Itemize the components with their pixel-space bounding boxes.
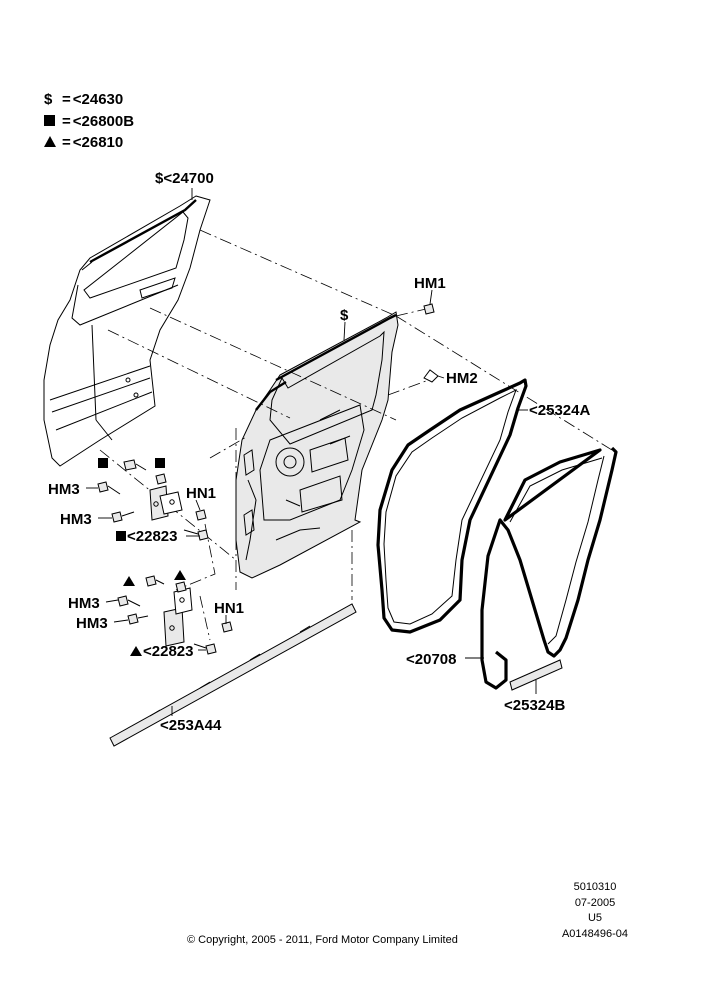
copyright-notice: © Copyright, 2005 - 2011, Ford Motor Com… bbox=[187, 934, 458, 946]
legend: $ = <24630 = <26800B = <26810 bbox=[44, 89, 134, 154]
square-icon bbox=[155, 458, 165, 468]
label-hm3-d: HM3 bbox=[76, 615, 108, 632]
bolt-icon bbox=[123, 459, 147, 471]
square-icon bbox=[44, 114, 55, 126]
label-hinge-lower: <22823 bbox=[143, 643, 193, 660]
label-hn1-a: HN1 bbox=[186, 485, 216, 502]
bolt-icon bbox=[97, 481, 121, 495]
drawing-code: 07-2005 bbox=[574, 896, 616, 909]
label-hm3-c: HM3 bbox=[68, 595, 100, 612]
drawing-code: 5010310 bbox=[573, 881, 617, 893]
label-seal-20708: <20708 bbox=[406, 651, 456, 668]
clip-icon bbox=[423, 369, 439, 383]
label-hm3-a: HM3 bbox=[48, 481, 80, 498]
bolt-icon bbox=[175, 581, 187, 593]
equals-sign: = bbox=[62, 91, 71, 108]
bolt-icon bbox=[193, 643, 217, 655]
triangle-icon bbox=[44, 136, 56, 147]
outer-door-panel bbox=[43, 195, 211, 467]
bolt-icon bbox=[111, 511, 135, 523]
square-icon bbox=[116, 531, 126, 541]
bolt-icon bbox=[145, 575, 165, 587]
legend-part-number: <24630 bbox=[72, 91, 124, 108]
triangle-icon bbox=[174, 570, 186, 580]
bolt-icon bbox=[155, 473, 167, 485]
equals-sign: = bbox=[62, 134, 71, 151]
triangle-icon bbox=[130, 646, 142, 656]
upper-hinge bbox=[149, 485, 183, 521]
label-seal-25324b: <25324B bbox=[504, 697, 565, 714]
lower-hinge bbox=[163, 587, 193, 647]
equals-sign: = bbox=[62, 112, 71, 130]
fasteners bbox=[97, 303, 439, 655]
label-seal-25324a: <25324A bbox=[529, 402, 590, 419]
bolt-icon bbox=[117, 595, 141, 607]
dollar-symbol: $ bbox=[44, 91, 53, 108]
bolt-icon bbox=[423, 303, 435, 315]
door-inner-frame bbox=[235, 311, 399, 579]
bolt-icon bbox=[127, 613, 149, 625]
legend-part-number: <26800B bbox=[72, 112, 135, 130]
bolt-icon bbox=[221, 621, 233, 633]
bolt-icon bbox=[195, 509, 207, 521]
drawing-codes: 5010310 07-2005 U5 A0148496-04 bbox=[560, 880, 630, 942]
legend-part-number: <26810 bbox=[72, 134, 124, 151]
triangle-icon bbox=[123, 576, 135, 586]
drawing-code: U5 bbox=[587, 912, 603, 924]
square-icon bbox=[98, 458, 108, 468]
label-hm2: HM2 bbox=[446, 370, 478, 387]
weatherstrip-25324a bbox=[376, 378, 528, 634]
weatherstrip-20708 bbox=[480, 446, 618, 690]
leader-lines bbox=[86, 188, 537, 716]
label-hinge-upper: <22823 bbox=[127, 528, 177, 545]
label-hn1-b: HN1 bbox=[214, 600, 244, 617]
label-sill-253a44: <253A44 bbox=[160, 717, 222, 734]
seal-strip-25324b bbox=[509, 659, 563, 691]
label-dollar-frame: $ bbox=[340, 307, 349, 324]
bolt-icon bbox=[183, 529, 209, 541]
legend-row-triangle: = <26810 bbox=[44, 132, 134, 154]
label-hm3-b: HM3 bbox=[60, 511, 92, 528]
part-markers bbox=[98, 458, 186, 656]
label-outer-panel: $<24700 bbox=[155, 170, 214, 187]
assembly-guide-lines bbox=[99, 229, 621, 641]
drawing-code: A0148496-04 bbox=[561, 927, 629, 940]
sill-plate-253a44 bbox=[109, 603, 357, 747]
legend-row-dollar: $ = <24630 bbox=[44, 89, 134, 111]
label-hm1-top: HM1 bbox=[414, 275, 446, 292]
legend-row-square: = <26800B bbox=[44, 111, 134, 133]
